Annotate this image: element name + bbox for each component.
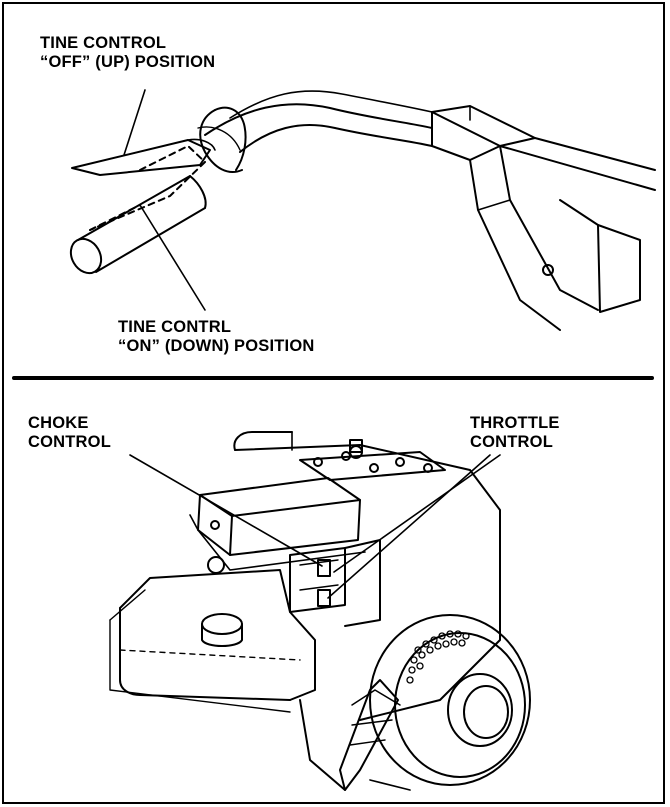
- tine-control-on-label: TINE CONTRL “ON” (DOWN) POSITION: [118, 318, 315, 356]
- label-line: “ON” (DOWN) POSITION: [118, 337, 315, 355]
- label-line: TINE CONTRL: [118, 318, 232, 336]
- tine-control-off-label: TINE CONTROL “OFF” (UP) POSITION: [40, 34, 215, 72]
- throttle-control-label: THROTTLE CONTROL: [470, 414, 560, 452]
- engine-illustration: [109, 431, 531, 791]
- label-line: CONTROL: [470, 433, 553, 451]
- label-line: CHOKE: [28, 414, 89, 432]
- label-line: “OFF” (UP) POSITION: [40, 53, 216, 71]
- handlebar-illustration: [69, 89, 656, 331]
- label-line: THROTTLE: [470, 414, 560, 432]
- choke-control-label: CHOKE CONTROL: [28, 414, 111, 452]
- label-line: CONTROL: [28, 433, 111, 451]
- label-line: TINE CONTROL: [40, 34, 167, 52]
